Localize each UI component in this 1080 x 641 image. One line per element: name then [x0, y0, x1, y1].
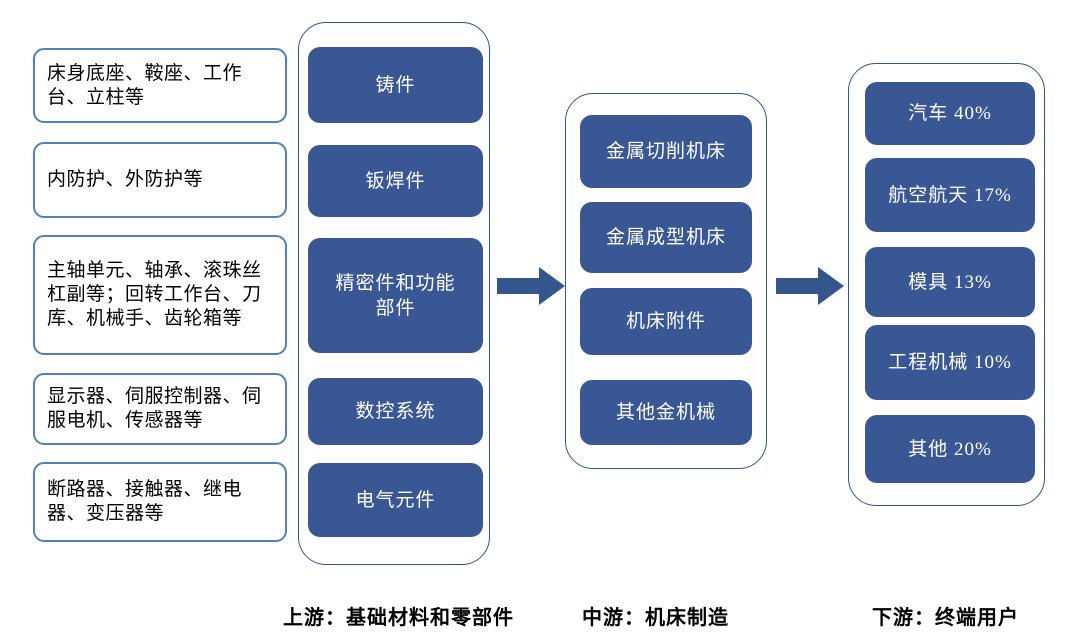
midstream-category-accessories: 机床附件: [580, 288, 752, 355]
upstream-category-precision-parts: 精密件和功能部件: [308, 238, 483, 353]
upstream-footer-label: 上游：基础材料和零部件: [283, 607, 514, 629]
upstream-detail-box-guards: 内防护、外防护等: [33, 142, 287, 218]
downstream-segment-construction-machinery: 工程机械 10%: [865, 325, 1035, 400]
upstream-category-castings: 铸件: [308, 47, 483, 123]
downstream-footer-label: 下游：终端用户: [872, 607, 1019, 629]
midstream-category-metal-forming: 金属成型机床: [580, 202, 752, 273]
upstream-detail-box-cnc: 显示器、伺服控制器、伺服电机、传感器等: [33, 373, 287, 445]
right-arrow-icon: [776, 267, 844, 305]
upstream-category-cnc-system: 数控系统: [308, 378, 483, 445]
upstream-category-sheet-weldments: 钣焊件: [308, 145, 483, 217]
upstream-detail-box-electrical: 断路器、接触器、继电器、变压器等: [33, 462, 287, 542]
downstream-segment-automotive: 汽车 40%: [865, 82, 1035, 145]
downstream-segment-others: 其他 20%: [865, 415, 1035, 483]
downstream-segment-aerospace: 航空航天 17%: [865, 158, 1035, 232]
downstream-segment-molds: 模具 13%: [865, 247, 1035, 317]
midstream-category-metal-cutting: 金属切削机床: [580, 115, 752, 188]
upstream-detail-box-precision: 主轴单元、轴承、滚珠丝杠副等；回转工作台、刀库、机械手、齿轮箱等: [33, 235, 287, 355]
upstream-category-electrical-components: 电气元件: [308, 463, 483, 537]
upstream-detail-box-castings: 床身底座、鞍座、工作台、立柱等: [33, 48, 287, 123]
midstream-footer-label: 中游：机床制造: [582, 607, 729, 629]
right-arrow-icon: [497, 267, 565, 305]
midstream-category-other-machinery: 其他金机械: [580, 380, 752, 445]
